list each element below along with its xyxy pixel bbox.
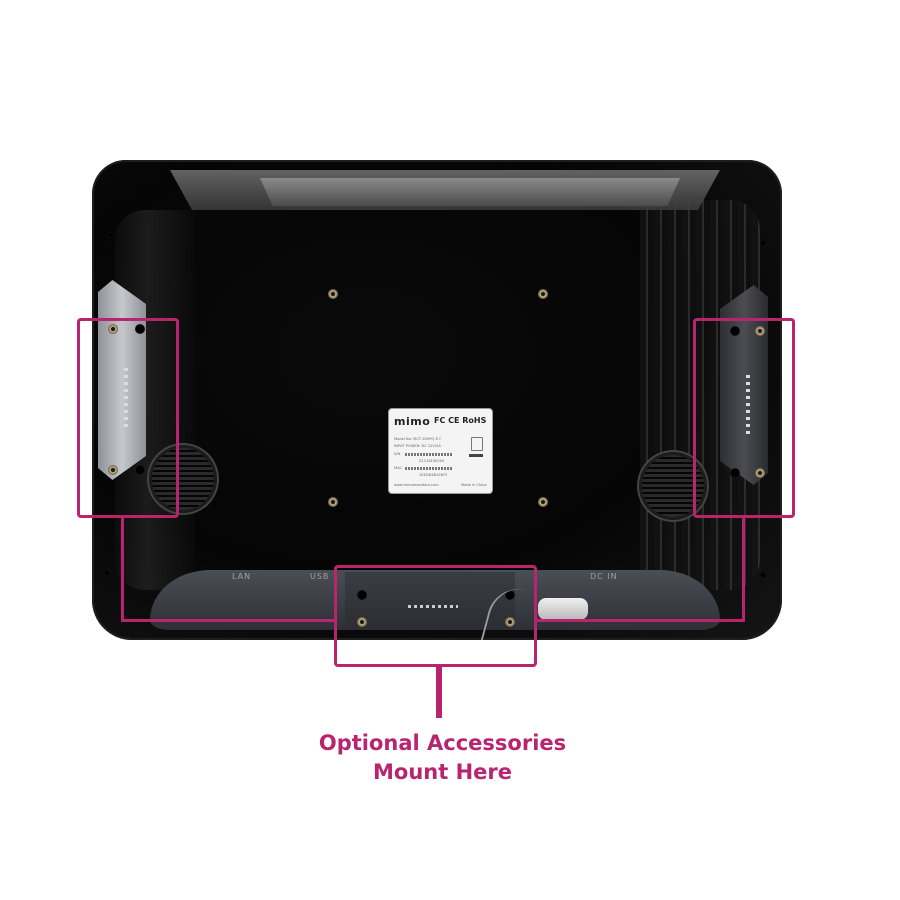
port-label-usb: USB: [310, 572, 330, 581]
callout-box-left-mount: [77, 318, 179, 518]
mac-barcode: [405, 467, 453, 470]
bracket-hole-icon: [730, 326, 740, 336]
callout-box-right-mount: [693, 318, 795, 518]
mac-value: 10EDD4B1E8F5: [419, 473, 448, 477]
bottom-pogo-plate: [345, 572, 515, 630]
vesa-screw-icon: [328, 289, 338, 299]
connector-down-to-label: [436, 666, 442, 718]
weee-bar: [469, 454, 483, 457]
vesa-screw-icon: [328, 497, 338, 507]
bottom-hole-icon: [357, 590, 367, 600]
port-label-lan: LAN: [232, 572, 252, 581]
top-bezel-inner: [260, 178, 680, 206]
bottom-screw-icon: [505, 617, 515, 627]
bracket-screw-icon: [755, 326, 765, 336]
model-number: Model No: MCT-10HPQ-E-T: [394, 437, 442, 441]
bracket-screw-icon: [755, 468, 765, 478]
product-label-sticker: mimo FC CE RoHS Model No: MCT-10HPQ-E-T …: [389, 409, 492, 493]
port-label-dc-in: DC IN: [590, 572, 618, 581]
left-pogo-bracket: [98, 280, 146, 480]
bottom-pogo-pins: [408, 605, 458, 608]
serial-label: S/N: [394, 452, 401, 456]
connector-left-vertical: [121, 517, 124, 622]
vesa-screw-icon: [538, 497, 548, 507]
connector-left-horizontal: [121, 619, 335, 622]
left-pogo-pins: [124, 368, 128, 428]
edge-screw-icon: [760, 240, 766, 246]
bracket-screw-icon: [108, 465, 118, 475]
callout-label: Optional Accessories Mount Here: [250, 729, 635, 787]
mac-label: MAC: [394, 466, 403, 470]
bottom-screw-icon: [357, 617, 367, 627]
certification-marks: FC CE RoHS: [434, 416, 487, 425]
bracket-hole-icon: [135, 465, 145, 475]
edge-screw-icon: [108, 232, 114, 238]
callout-label-line1: Optional Accessories: [318, 731, 567, 755]
brand-logo: mimo: [394, 415, 431, 428]
connector-right-vertical: [742, 517, 745, 622]
callout-label-line2: Mount Here: [373, 760, 512, 784]
bracket-hole-icon: [730, 468, 740, 478]
bottom-hole-icon: [505, 590, 515, 600]
power-connector: [538, 598, 588, 620]
vesa-screw-icon: [538, 289, 548, 299]
serial-barcode: [405, 453, 453, 456]
input-power: INPUT POWER: DC 12V/2A: [394, 444, 441, 448]
edge-screw-icon: [760, 572, 766, 578]
weee-icon: [471, 437, 483, 451]
right-pogo-pins: [746, 375, 750, 435]
callout-box-bottom-mount: [334, 565, 537, 667]
bracket-screw-icon: [108, 324, 118, 334]
left-speaker-grille: [152, 448, 214, 510]
connector-right-horizontal: [536, 619, 745, 622]
website: www.mimomonitors.com: [394, 483, 439, 487]
country-of-origin: Made in China: [461, 483, 487, 487]
serial-value: Z1118190204: [419, 459, 445, 463]
bracket-hole-icon: [135, 324, 145, 334]
edge-screw-icon: [104, 570, 110, 576]
